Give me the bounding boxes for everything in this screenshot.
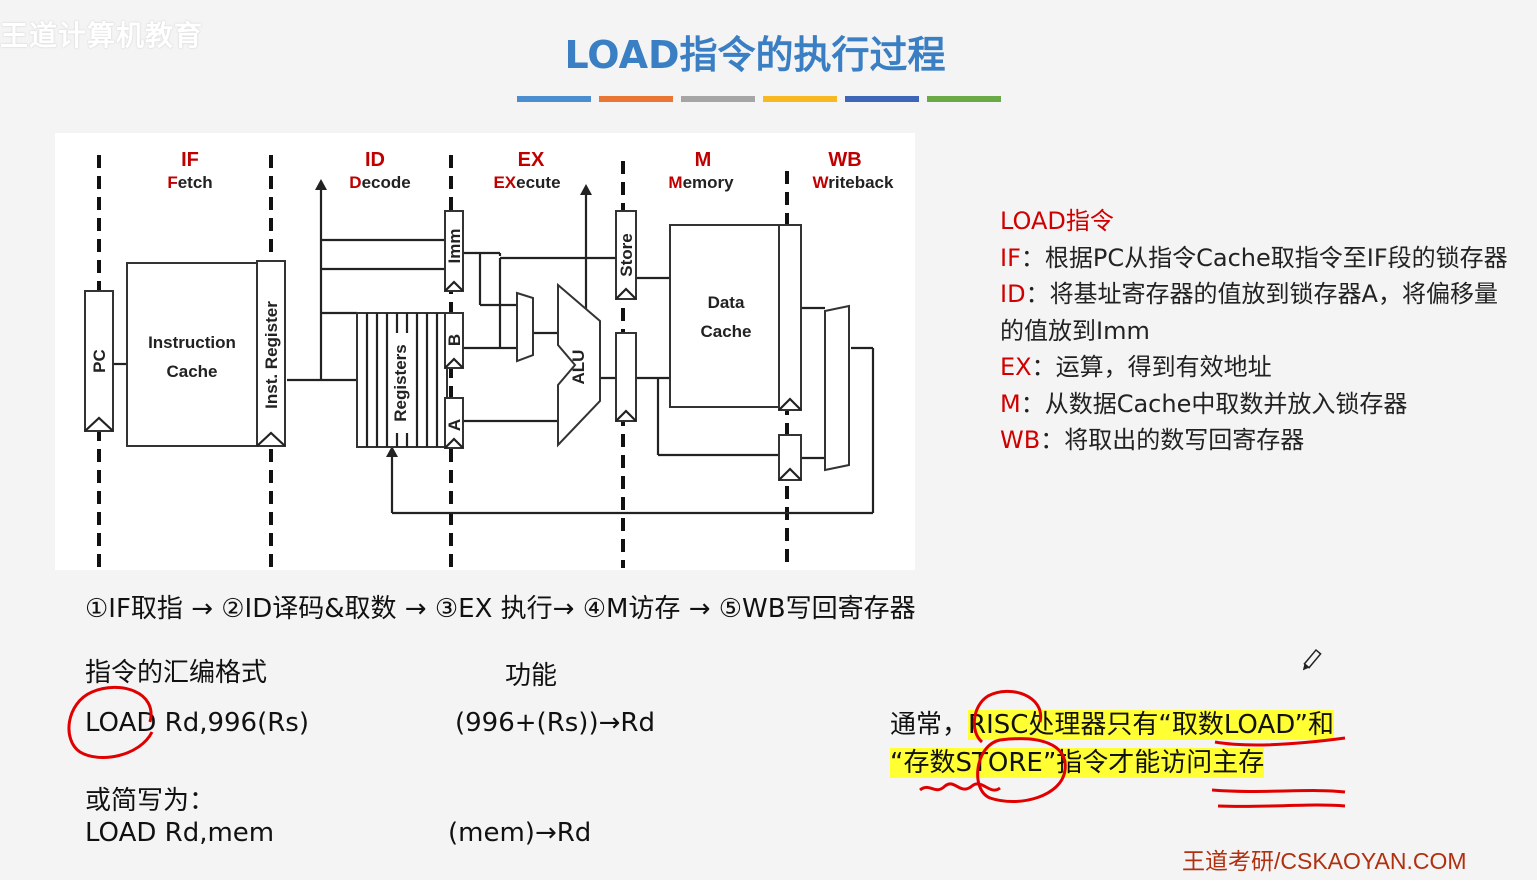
stage-wb-name: Writeback [813,173,894,192]
underline-annotation [1211,788,1346,794]
m-wb-latch [778,224,802,411]
m-wb-latch-2 [778,434,802,481]
a-latch [444,397,464,449]
brand-footer: 王道考研/CSKAOYAN.COM [1182,848,1467,874]
asm-line-2-function: (mem)→Rd [448,818,592,848]
registers-label: Registers [391,344,410,421]
alu-label: ALU [569,350,588,385]
title-color-bars [517,96,1001,102]
color-bar [681,96,755,102]
risc-note: 通常，RISC处理器只有“取数LOAD”和 “存数STORE”指令才能访问主存 [890,710,1335,778]
b-latch [444,312,464,369]
load-opcode: LOAD [85,708,157,738]
description-item: WB：将取出的数写回寄存器 [1000,426,1305,454]
asm-line-1: LOAD Rd,996(Rs) [85,708,309,738]
description-item: IF：根据PC从指令Cache取指令至IF段的锁存器 [1000,243,1508,272]
icache-label-1: Instruction [148,333,236,352]
store-label: Store [617,233,636,276]
instruction-cache [126,262,258,447]
imm-label: Imm [445,229,464,264]
register-label-bg [389,333,411,433]
data-cache [669,224,781,408]
stage-m-code: M [695,149,712,171]
dcache-label-1: Data [708,293,745,312]
stage-id-code: ID [365,149,385,171]
description-item: ID：将基址寄存器的值放到锁存器A，将偏移量的值放到Imm [1000,280,1498,345]
clock-marker [84,416,114,432]
asm-line-2: LOAD Rd,mem [85,818,275,848]
stage-ex-name: EXecute [493,173,560,192]
stage-wb-code: WB [828,149,861,171]
load-description: LOAD指令 IF：根据PC从指令Cache取指令至IF段的锁存器 ID：将基址… [1000,203,1520,459]
wavy-underline-annotation [919,782,1001,792]
stage-if-code: IF [181,149,199,171]
asm-function-header: 功能 [505,661,558,691]
arrowhead [580,184,592,195]
alu-input-mux [516,291,534,363]
inst-register-label: Inst. Register [262,301,281,409]
clock-marker [256,431,286,447]
stage-m-name: Memory [668,173,734,192]
asm-line-1-function: (996+(Rs))→Rd [455,708,655,738]
color-bar [517,96,591,102]
underline-annotation [1217,803,1346,808]
arrowhead [315,179,327,190]
watermark: 王道计算机教育 [0,19,204,52]
writeback-mux [824,304,850,472]
color-bar [763,96,837,102]
page-title: LOAD指令的执行过程 [564,33,946,77]
pen-icon [1302,648,1322,671]
store-latch [615,210,637,300]
color-bar [927,96,1001,102]
pipeline-svg: IF Fetch ID Decode EX EXecute M Memory W… [84,149,894,568]
asm-short-label: 或简写为： [85,786,216,816]
stage-ex-code: EX [518,149,545,171]
stage-id-name: Decode [349,173,410,192]
description-item: EX：运算，得到有效地址 [1000,353,1272,381]
pipeline-diagram: IF Fetch ID Decode EX EXecute M Memory W… [55,133,915,570]
pipeline-flow: ①IF取指 → ②ID译码&取数 → ③EX 执行→ ④M访存 → ⑤WB写回寄… [85,594,916,624]
imm-latch [444,210,464,292]
dcache-label-2: Cache [700,322,751,341]
stage-if-name: Fetch [167,173,212,192]
arrowhead [386,446,398,457]
ex-m-latch [615,332,637,422]
color-bar [845,96,919,102]
inst-register [256,260,286,447]
alu [557,282,601,448]
pc-latch [84,290,114,432]
a-label: A [445,419,464,431]
b-label: B [445,334,464,346]
description-heading: LOAD指令 [1000,207,1114,235]
color-bar [599,96,673,102]
pc-label: PC [90,349,109,373]
icache-label-2: Cache [166,362,217,381]
asm-format-header: 指令的汇编格式 [85,658,268,688]
description-item: M：从数据Cache中取数并放入锁存器 [1000,389,1408,418]
